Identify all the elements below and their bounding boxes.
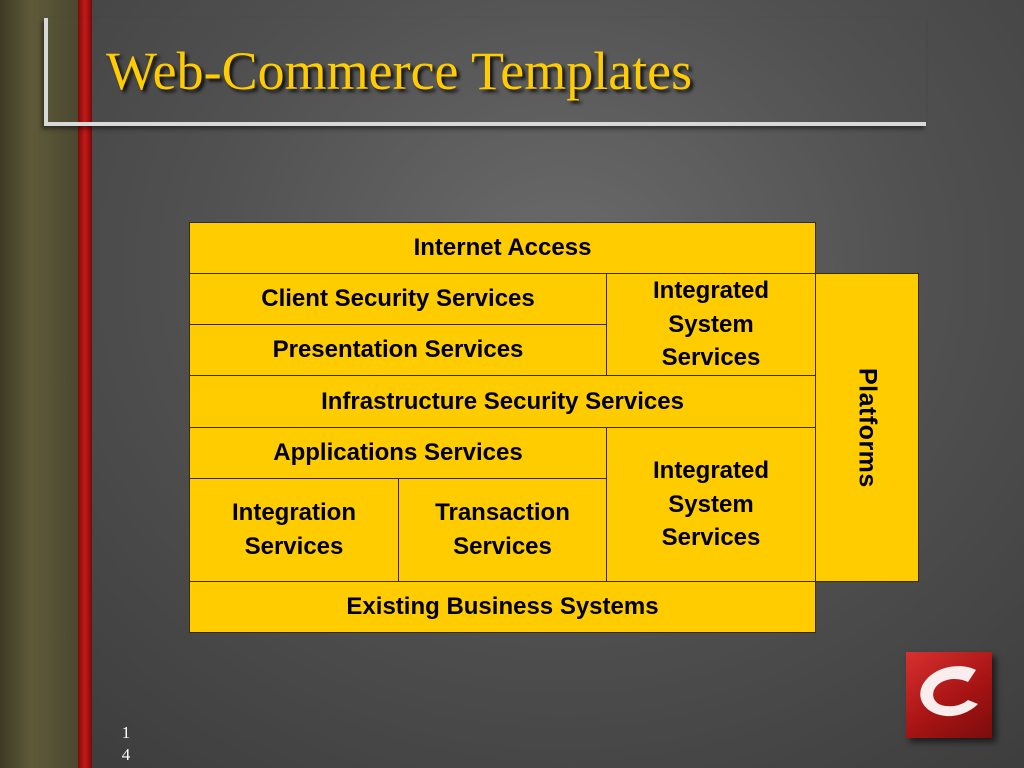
platforms-box: Platforms — [815, 273, 919, 582]
applications-services-label: Applications Services — [273, 439, 523, 467]
transaction-services-label: Transaction Services — [435, 499, 570, 560]
existing-business-systems-label: Existing Business Systems — [346, 593, 659, 621]
presentation-services-box: Presentation Services — [189, 324, 607, 376]
transaction-services-box: Transaction Services — [398, 478, 607, 582]
existing-business-systems-box: Existing Business Systems — [189, 581, 816, 633]
client-security-services-box: Client Security Services — [189, 273, 607, 325]
client-security-services-label: Client Security Services — [261, 285, 535, 313]
platforms-label: Platforms — [853, 367, 882, 488]
slide-number: 14 — [121, 723, 131, 764]
integration-services-box: Integration Services — [189, 478, 399, 582]
presentation-services-label: Presentation Services — [272, 336, 524, 364]
integrated-system-services-top-box: Integrated System Services — [606, 273, 816, 376]
infrastructure-security-services-label: Infrastructure Security Services — [321, 387, 684, 415]
integrated-system-services-bottom-box: Integrated System Services — [606, 427, 816, 582]
left-decor-band — [0, 0, 78, 768]
infrastructure-security-services-box: Infrastructure Security Services — [189, 375, 816, 428]
slide-title: Web-Commerce Templates — [106, 41, 693, 101]
internet-access-label: Internet Access — [413, 234, 592, 262]
integrated-system-services-top-label: Integrated System Services — [652, 277, 769, 372]
integration-services-label: Integration Services — [232, 499, 356, 560]
company-logo-icon — [906, 652, 992, 738]
integrated-system-services-bottom-label: Integrated System Services — [652, 457, 769, 552]
left-red-bar — [78, 0, 92, 768]
applications-services-box: Applications Services — [189, 427, 607, 479]
title-frame — [44, 18, 926, 126]
internet-access-box: Internet Access — [189, 222, 816, 274]
